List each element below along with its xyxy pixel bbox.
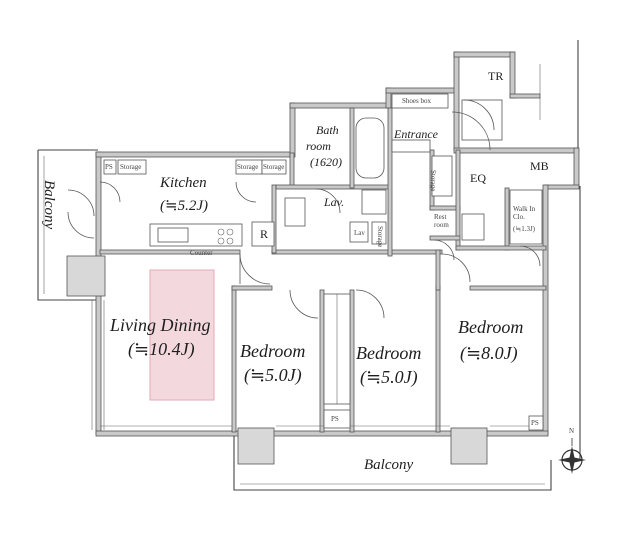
ps-kitchen-label: PS <box>105 163 113 171</box>
ps-bottom-label: PS <box>331 415 339 423</box>
bedroom-c-size: (≒8.0J) <box>460 343 518 363</box>
balcony-left-label: Balcony <box>41 180 57 230</box>
structural-columns <box>66 255 488 465</box>
walk-in-label: Walk In Clo. <box>513 205 536 221</box>
lav-wm-label: Lav <box>354 229 365 237</box>
kitchen-label: Kitchen <box>160 175 207 191</box>
mb-label: MB <box>530 159 549 173</box>
left-balcony-outline <box>37 149 100 301</box>
storage-lav-label: Storage <box>376 226 384 248</box>
closets <box>323 293 544 431</box>
storage-entrance-label: Storage <box>429 170 437 192</box>
lav-label: Lav. <box>324 195 345 209</box>
living-dining-label: Living Dining <box>110 315 211 335</box>
compass-icon <box>558 438 586 474</box>
kitchen-size: (≒5.2J) <box>160 198 208 214</box>
storage-kitchen-label: Storage <box>120 163 142 171</box>
counter-label: Counter <box>190 249 213 257</box>
bath-size: (1620) <box>310 155 342 169</box>
dining-table <box>149 269 215 401</box>
entrance-label: Entrance <box>394 127 438 141</box>
compass-north-label: N <box>569 427 575 435</box>
eq-label: EQ <box>470 171 486 185</box>
walk-in-size: (≒1.3J) <box>513 225 536 233</box>
rest-room-label: Rest room <box>434 213 449 229</box>
bath-label: Bath <box>316 123 339 137</box>
bedroom-c-label: Bedroom <box>458 317 524 337</box>
exterior-lines <box>233 40 581 491</box>
balcony-bottom-label: Balcony <box>364 457 414 473</box>
interior-walls <box>99 107 547 433</box>
refrigerator-label: R <box>260 227 269 241</box>
bedroom-a-size: (≒5.0J) <box>244 365 302 385</box>
bedroom-b-size: (≒5.0J) <box>360 367 418 387</box>
ps-right-label: PS <box>531 419 539 427</box>
bedroom-a-label: Bedroom <box>240 341 306 361</box>
entrance-fixtures <box>391 93 543 245</box>
bedroom-b-label: Bedroom <box>356 343 422 363</box>
tr-label: TR <box>488 69 504 83</box>
left-windows <box>91 300 105 430</box>
bath-fixtures <box>284 117 387 245</box>
kitchen-fixtures <box>103 159 287 247</box>
storage-kitchen2-label: Storage <box>237 163 259 171</box>
storage-kitchen3-label: Storage <box>263 163 285 171</box>
door-swings <box>67 99 541 319</box>
shoes-box-label: Shoes box <box>402 97 431 105</box>
bath-room-label: room <box>306 139 331 153</box>
living-dining-size: (≒10.4J) <box>128 339 195 359</box>
